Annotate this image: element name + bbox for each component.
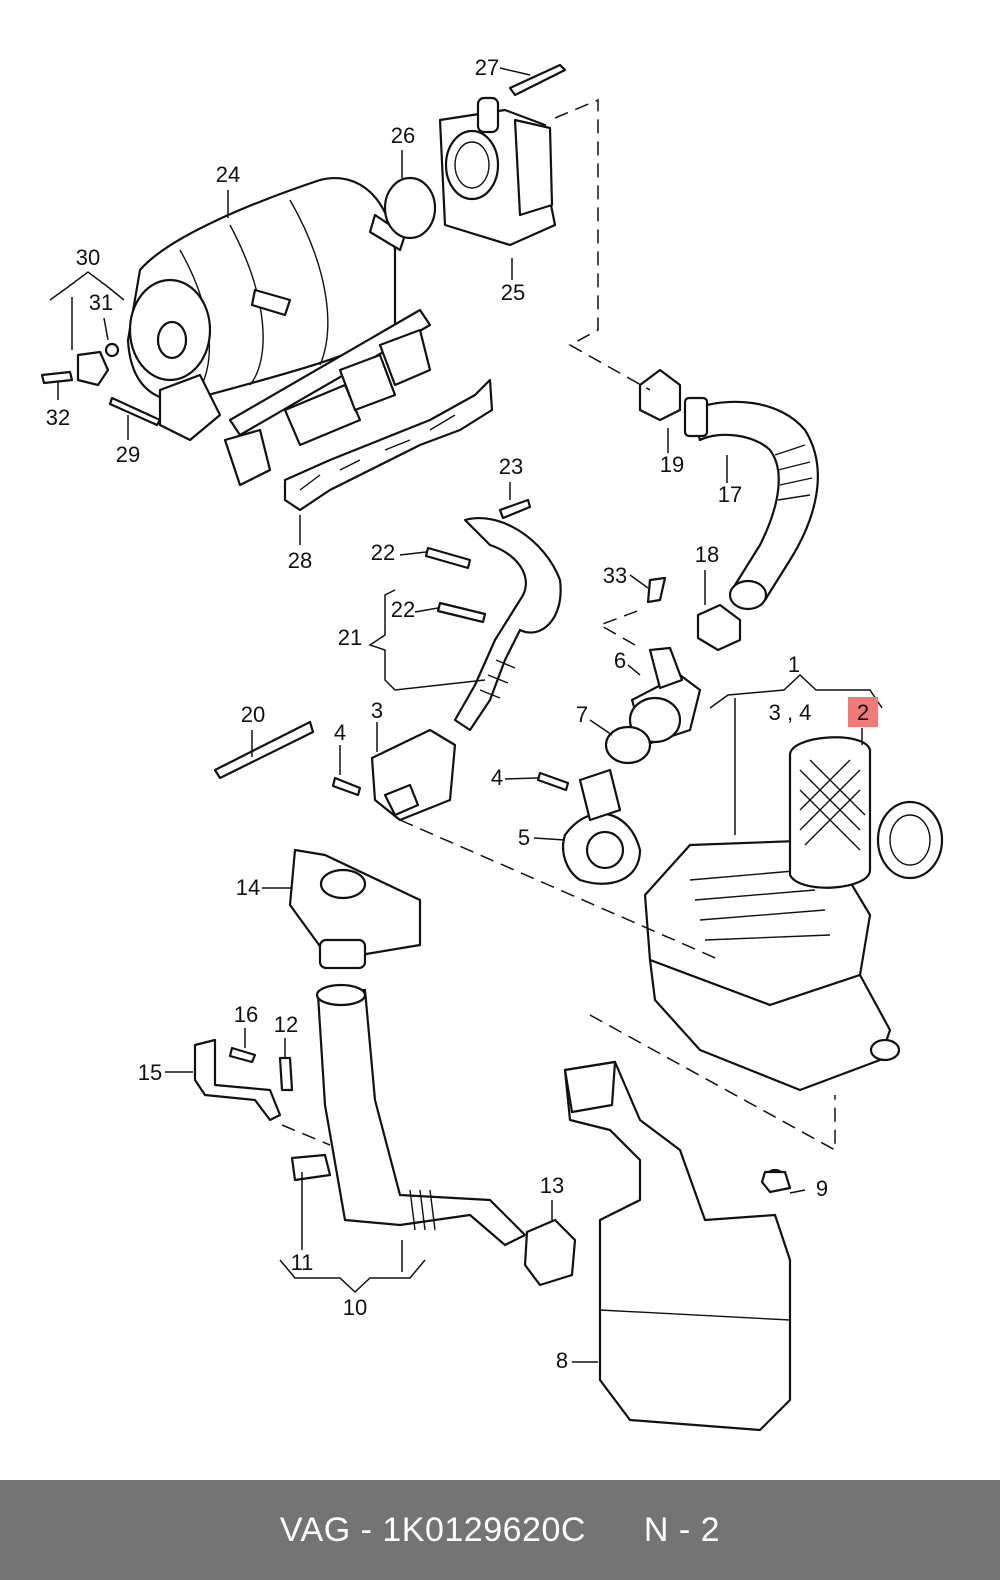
- dashed-references: [281, 98, 836, 1152]
- lower-intake-hose: [315, 983, 527, 1247]
- o-ring: [383, 176, 437, 240]
- leader-lines: [49, 67, 883, 1363]
- callout-18: 18: [695, 542, 719, 567]
- callout-1: 1: [788, 652, 800, 677]
- callout-26: 26: [391, 123, 415, 148]
- position-code: N - 2: [643, 1510, 721, 1549]
- mount: [290, 1153, 332, 1182]
- callout-28: 28: [288, 548, 312, 573]
- callout-13: 13: [540, 1173, 564, 1198]
- callout-29: 29: [116, 442, 140, 467]
- callout-4-right: 4: [491, 765, 503, 790]
- callout-14: 14: [236, 875, 260, 900]
- breather-hose: [453, 517, 562, 732]
- callout-33: 33: [603, 563, 627, 588]
- callout-27: 27: [475, 55, 499, 80]
- bolt-22b: [436, 601, 487, 624]
- callout-31: 31: [89, 290, 113, 315]
- bolt-23: [498, 498, 532, 520]
- throttle-body: [438, 96, 557, 247]
- callout-7: 7: [576, 702, 588, 727]
- screw-16: [228, 1046, 257, 1064]
- callout-4-left: 4: [334, 720, 346, 745]
- holder: [193, 1038, 282, 1122]
- nut-9: [760, 1170, 792, 1194]
- callout-19: 19: [660, 452, 684, 477]
- callout-20: 20: [241, 702, 265, 727]
- bolt-4a: [331, 776, 362, 797]
- callout-15: 15: [138, 1060, 162, 1085]
- callout-3-4: 3 , 4: [769, 700, 812, 725]
- exploded-parts-diagram: 1 2 3 , 4 3 4 4 5 6 7 8 9 10 11 12 13 14…: [40, 55, 944, 1432]
- air-mass-meter: [628, 646, 702, 747]
- callout-6: 6: [614, 648, 626, 673]
- callout-5: 5: [518, 825, 530, 850]
- callout-9: 9: [816, 1176, 828, 1201]
- meter-o-ring: [604, 725, 652, 765]
- air-duct: [288, 848, 422, 970]
- vacuum-unit: [370, 728, 457, 822]
- callout-labels: 1 2 3 , 4 3 4 4 5 6 7 8 9 10 11 12 13 14…: [46, 55, 869, 1373]
- silencer: [563, 1060, 792, 1432]
- callout-23: 23: [499, 454, 523, 479]
- callout-8: 8: [556, 1348, 568, 1373]
- throttle-bolt: [508, 63, 567, 97]
- part-number-footer: VAG - 1K0129620C N - 2: [0, 1480, 1000, 1580]
- cable-tie: [213, 720, 315, 780]
- sensor-assembly: [40, 342, 162, 427]
- hose-clamp-silencer: [523, 1218, 577, 1287]
- callout-12: 12: [274, 1012, 298, 1037]
- bolt-33: [646, 576, 667, 604]
- callout-2: 2: [857, 700, 869, 725]
- bracket: [562, 768, 642, 885]
- callout-30: 30: [76, 245, 100, 270]
- callout-25: 25: [501, 280, 525, 305]
- intake-manifold: [126, 177, 432, 487]
- callout-16: 16: [234, 1002, 258, 1027]
- screw-12: [278, 1056, 294, 1092]
- hose-clamp-lower: [696, 603, 742, 652]
- callout-24: 24: [216, 162, 240, 187]
- callout-32: 32: [46, 405, 70, 430]
- bolt-22a: [424, 546, 472, 570]
- manifold-gasket: [283, 378, 494, 512]
- upper-intake-hose: [683, 396, 819, 611]
- bolt-4b: [536, 771, 570, 792]
- callout-22-lower: 22: [391, 597, 415, 622]
- callout-3: 3: [371, 698, 383, 723]
- callout-17: 17: [718, 482, 742, 507]
- callout-10: 10: [343, 1295, 367, 1320]
- callout-11: 11: [291, 1250, 314, 1275]
- callout-21: 21: [338, 625, 362, 650]
- hose-clamp-upper: [638, 368, 682, 422]
- callout-22-upper: 22: [371, 540, 395, 565]
- part-number: VAG - 1K0129620C: [279, 1510, 586, 1549]
- highlight-marker: [848, 697, 878, 727]
- filter-element: [788, 736, 944, 889]
